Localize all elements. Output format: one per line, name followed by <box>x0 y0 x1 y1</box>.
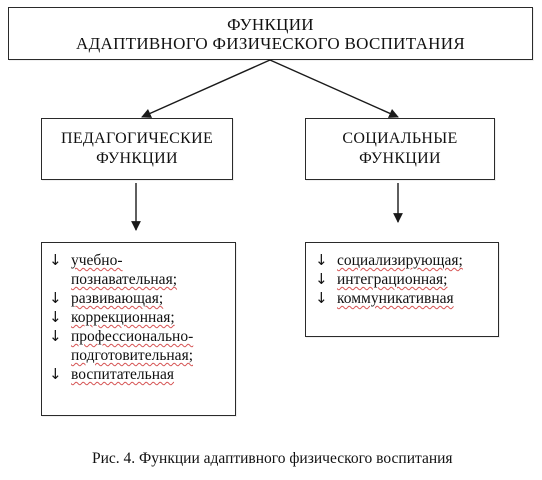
pedagogical-functions-list-box: ↓ учебно- познавательная; ↓ развивающая;… <box>41 242 236 416</box>
list-item: ↓ развивающая; <box>49 289 235 308</box>
pedagogical-functions-box: ПЕДАГОГИЧЕСКИЕ ФУНКЦИИ <box>41 118 233 180</box>
list-item: ↓ учебно- познавательная; <box>49 251 235 289</box>
pedagogical-title-line2: ФУНКЦИИ <box>96 150 178 167</box>
list-item-label: интеграционная; <box>337 271 448 288</box>
list-item-label: развивающая; <box>71 290 164 307</box>
down-arrow-icon: ↓ <box>49 251 62 269</box>
social-functions-list-box: ↓ социализирующая; ↓ интеграционная; ↓ к… <box>305 242 499 337</box>
down-arrow-icon: ↓ <box>49 327 62 345</box>
down-arrow-icon: ↓ <box>315 289 328 307</box>
pedagogical-functions-list: ↓ учебно- познавательная; ↓ развивающая;… <box>49 251 235 384</box>
list-item: ↓ воспитательная <box>49 365 235 384</box>
down-arrow-icon: ↓ <box>315 251 328 269</box>
top-box-title-line2: АДАПТИВНОГО ФИЗИЧЕСКОГО ВОСПИТАНИЯ <box>76 33 465 53</box>
list-item: ↓ интеграционная; <box>315 270 498 289</box>
arrow-to-social <box>269 59 399 118</box>
list-item-label: учебно- познавательная; <box>71 252 178 288</box>
arrow-to-pedagogical <box>141 59 271 118</box>
list-item-label: воспитательная <box>71 366 175 383</box>
social-functions-box: СОЦИАЛЬНЫЕ ФУНКЦИИ <box>305 118 495 180</box>
down-arrow-icon: ↓ <box>49 308 62 326</box>
pedagogical-title-line1: ПЕДАГОГИЧЕСКИЕ <box>60 130 214 147</box>
social-functions-list: ↓ социализирующая; ↓ интеграционная; ↓ к… <box>315 251 498 308</box>
down-arrow-icon: ↓ <box>49 365 62 383</box>
list-item-label: коммуникативная <box>337 290 454 307</box>
social-title-line1: СОЦИАЛЬНЫЕ <box>342 130 458 147</box>
list-item: ↓ профессионально- подготовительная; <box>49 327 235 365</box>
down-arrow-icon: ↓ <box>49 289 62 307</box>
social-title-line2: ФУНКЦИИ <box>359 150 441 167</box>
adaptive-pe-functions-box: ФУНКЦИИ АДАПТИВНОГО ФИЗИЧЕСКОГО ВОСПИТАН… <box>8 7 533 60</box>
list-item-label: коррекционная; <box>71 309 175 326</box>
list-item-label: профессионально- подготовительная; <box>71 328 194 364</box>
list-item: ↓ коммуникативная <box>315 289 498 308</box>
figure-caption: Рис. 4. Функции адаптивного физического … <box>92 450 453 467</box>
list-item-label: социализирующая; <box>337 252 463 269</box>
list-item: ↓ коррекционная; <box>49 308 235 327</box>
down-arrow-icon: ↓ <box>315 270 328 288</box>
list-item: ↓ социализирующая; <box>315 251 498 270</box>
top-box-title-line1: ФУНКЦИИ <box>227 14 314 34</box>
